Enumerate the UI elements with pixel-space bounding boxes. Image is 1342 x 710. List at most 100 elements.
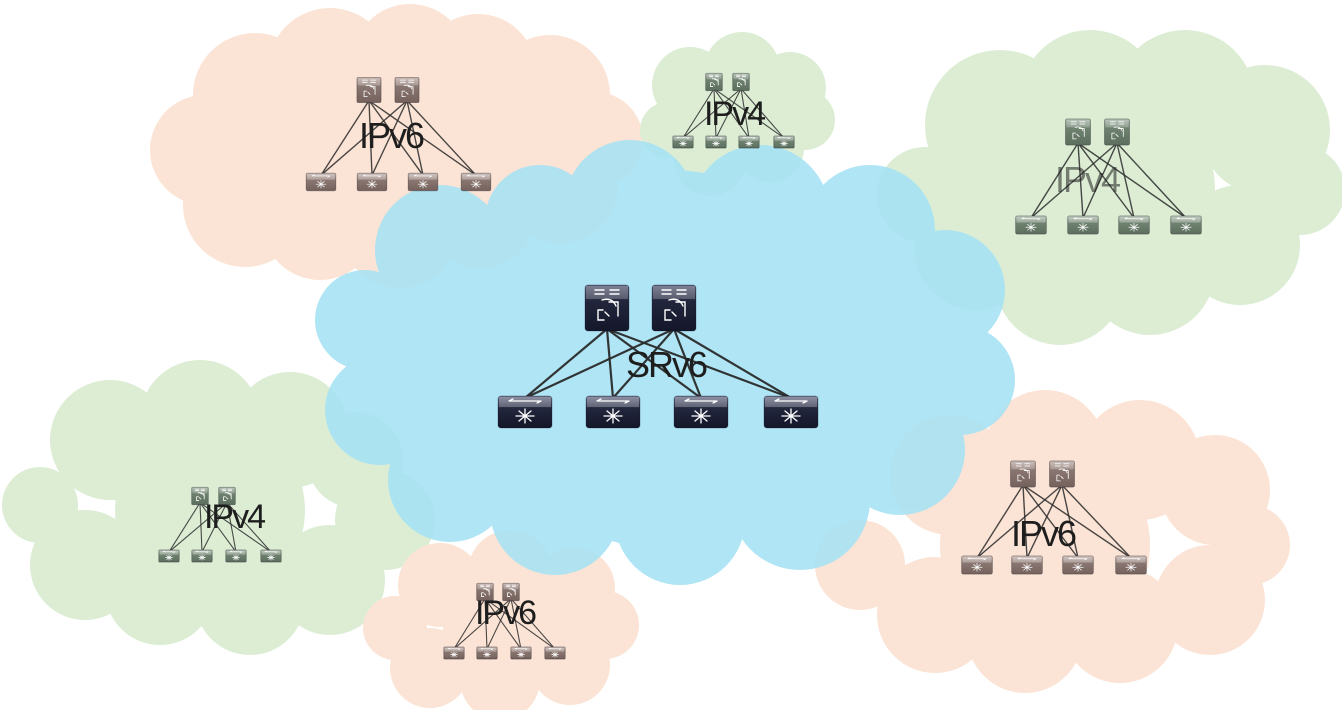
label-srv6-center: SRv6 [626, 344, 707, 385]
link [201, 502, 228, 553]
link [199, 502, 237, 553]
link [740, 88, 750, 139]
leaf-switch-icon [673, 395, 729, 429]
leaf-switch-icon [773, 135, 795, 149]
link [453, 598, 486, 650]
link [406, 100, 477, 176]
links-ipv4-top-right [1030, 142, 1187, 219]
links-ipv4-bottom-left [168, 502, 272, 553]
link [453, 598, 512, 650]
spine-switch-icon [394, 76, 420, 104]
link [606, 328, 702, 399]
link [226, 502, 237, 553]
link [406, 100, 424, 176]
link [368, 100, 424, 176]
leaf-switch-icon [510, 646, 532, 660]
link [1077, 142, 1135, 219]
spine-switch-icon [1104, 118, 1130, 146]
link [612, 328, 675, 399]
label-ipv4-top-center: IPv4 [704, 95, 765, 133]
link [168, 502, 201, 553]
link [486, 598, 512, 650]
leaf-switch-icon [407, 172, 439, 192]
link [320, 100, 408, 176]
leaf-switch-icon [356, 172, 388, 192]
leaf-switch-icon [1067, 215, 1099, 235]
leaf-switch-icon [1062, 555, 1094, 575]
leaf-switch-icon [585, 395, 641, 429]
topology-ipv6-top-left [305, 76, 492, 192]
link [606, 327, 792, 400]
leaf-switch-icon [158, 549, 180, 563]
link [1030, 142, 1118, 219]
link [1116, 142, 1187, 219]
cloud-ipv4-bottom-left [2, 360, 435, 655]
leaf-switch-icon [1015, 215, 1047, 235]
spine-switch-icon [1010, 460, 1036, 488]
spine-switch-icon [732, 72, 750, 92]
link [1030, 142, 1079, 219]
link [1061, 484, 1132, 559]
link [605, 328, 615, 399]
link [368, 100, 373, 176]
leaf-switch-icon [544, 646, 566, 660]
link [1116, 142, 1135, 219]
link [1077, 143, 1084, 218]
leaf-switch-icon [443, 646, 465, 660]
topology-layer [158, 72, 1202, 660]
labels-layer: IPv6 IPv4 IPv4 SRv6 IPv4 IPv6 IPv6 [204, 95, 1122, 632]
link [168, 502, 228, 553]
links-ipv4-top-center [682, 88, 785, 139]
leaf-switch-icon [260, 549, 282, 563]
leaf-switch-icon [191, 549, 213, 563]
link [672, 328, 703, 399]
spine-switch-icon [476, 582, 494, 602]
links-ipv6-top-left [320, 100, 477, 176]
link [199, 502, 203, 552]
label-ipv6-bottom-center: IPv6 [475, 594, 536, 632]
link [524, 328, 608, 399]
link [320, 100, 370, 176]
link [976, 484, 1024, 559]
link [682, 88, 742, 139]
leaf-switch-icon [738, 135, 760, 149]
topology-srv6-center [497, 284, 819, 429]
links-ipv6-bottom-center [453, 598, 556, 650]
link [1022, 484, 1132, 559]
leaf-switch-icon [1115, 555, 1147, 575]
links-ipv6-bottom-right [976, 484, 1132, 559]
leaf-switch-icon [672, 135, 694, 149]
spine-switch-icon [356, 76, 382, 104]
links-srv6-center [524, 327, 792, 400]
link [682, 88, 715, 139]
leaf-switch-icon [1011, 555, 1043, 575]
link [484, 598, 522, 650]
label-ipv6-bottom-right: IPv6 [1011, 513, 1076, 554]
spine-switch-icon [651, 284, 697, 332]
link [713, 88, 717, 138]
leaf-switch-icon [460, 172, 492, 192]
leaf-switch-icon [476, 646, 498, 660]
link [715, 88, 742, 139]
link [713, 88, 785, 139]
link [1022, 484, 1079, 559]
link [371, 100, 408, 176]
leaf-switch-icon [705, 135, 727, 149]
link [1077, 142, 1187, 219]
spine-switch-icon [191, 486, 209, 506]
link [713, 88, 750, 139]
link [976, 484, 1063, 559]
label-ipv4-top-right: IPv4 [1055, 159, 1120, 200]
leaf-switch-icon [763, 395, 819, 429]
link [1061, 484, 1079, 559]
link [484, 598, 488, 649]
leaf-switch-icon [1118, 215, 1150, 235]
spine-switch-icon [218, 486, 236, 506]
spine-switch-icon [502, 582, 520, 602]
spine-switch-icon [584, 284, 630, 332]
topology-ipv4-top-center [672, 72, 795, 149]
link [673, 328, 792, 399]
link [368, 100, 477, 176]
label-ipv6-top-left: IPv6 [359, 115, 424, 156]
